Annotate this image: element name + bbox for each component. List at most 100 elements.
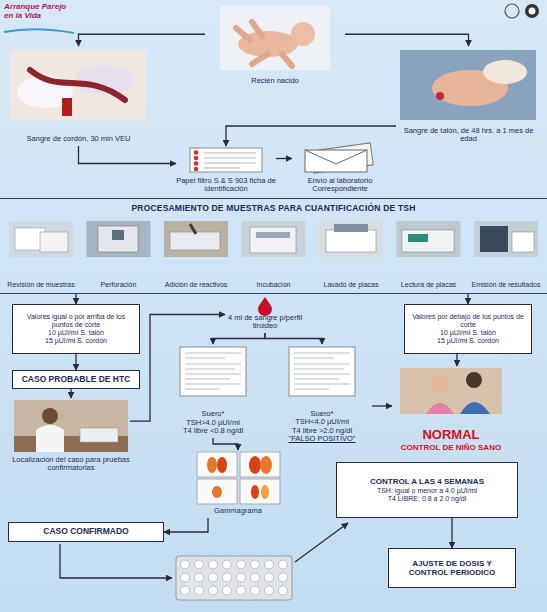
heel-blood-photo [400, 50, 536, 120]
plate-reader-photo [408, 234, 428, 242]
process-step: Lectura de placas [392, 219, 466, 291]
filter-paper-card [194, 161, 199, 166]
healthy-child-photo [431, 375, 449, 393]
box-text: 15 µUI/ml S. cordón [409, 337, 527, 345]
caption: Adición de reactivos [159, 281, 233, 289]
plate-reader-photo [397, 221, 461, 257]
flow-arrow [226, 126, 396, 146]
cord-blood-photo [10, 50, 146, 120]
process-step: Lavado de placas [314, 219, 388, 291]
caption: 4 ml de sangre p/perfil tiroideo [225, 314, 305, 331]
heel-blood-photo [436, 92, 444, 100]
filter-paper-card [190, 148, 262, 172]
healthy-child-photo [466, 372, 482, 388]
caption: Localización del caso para pruebas confi… [12, 456, 130, 473]
emblem [529, 8, 536, 15]
newborn-photo [220, 6, 330, 70]
lab-report-sheet [294, 353, 350, 389]
plate-wash-photo [319, 221, 383, 257]
incubation-photo [242, 221, 306, 257]
thyroid-scan-images [240, 452, 280, 477]
process-band: PROCESAMIENTO DE MUESTRAS PARA CUANTIFIC… [0, 198, 547, 294]
punching-photo [87, 221, 151, 257]
cord-blood-photo [30, 70, 125, 100]
logo-swash [4, 29, 74, 33]
caption: Revisión de muestras [4, 281, 78, 289]
result-text: TSH>4.0 µUI/ml [168, 419, 258, 428]
outcome-text: CONTROL DE NIÑO SANO [392, 443, 510, 452]
logo-swash [4, 29, 74, 33]
caption: Gammagrama [188, 507, 288, 516]
plate-wash-photo [326, 230, 376, 252]
envelope [305, 150, 367, 172]
photo-node: Gammagrama [188, 450, 288, 518]
lab-worker-photo [42, 408, 58, 424]
process-step: Perforación [82, 219, 156, 291]
box-text: CONTROL A LAS 4 SEMANAS [341, 477, 513, 486]
photo-node: 4 ml de sangre p/perfil tiroideo [225, 296, 305, 333]
incubation-photo [242, 221, 306, 257]
punching-photo [98, 226, 138, 252]
filter-paper-card [190, 148, 262, 172]
filter-paper-card [194, 167, 199, 172]
lab-worker-photo [36, 425, 64, 452]
flow-arrow [213, 333, 265, 344]
thyroid-scan-images [251, 485, 259, 499]
newborn-photo [291, 22, 315, 46]
photo-node: Papel filtro S & S 903 ficha de identifi… [176, 146, 276, 196]
result-text: Suero* [272, 410, 372, 419]
result-text: "FALSO POSITIVO" [272, 435, 372, 444]
process-box: CASO CONFIRMADO [8, 522, 164, 542]
envelope [305, 150, 367, 164]
box-text: Valores igual o por arriba de los puntos… [17, 313, 135, 329]
process-step: Emisión de resultados [469, 219, 543, 291]
caption: Recién nacido [205, 77, 345, 86]
treatment-arrow [60, 544, 172, 578]
lab-report-sheet [185, 353, 241, 389]
box-text: AJUSTE DE DOSIS Y CONTROL PERIODICO [393, 559, 511, 577]
box-text: T4 LIBRE: 0.8 a 2.0 ng/dl [341, 495, 513, 503]
caption: Lectura de placas [392, 281, 466, 289]
caption: Emisión de resultados [469, 281, 543, 289]
flow-arrow [75, 354, 76, 370]
thyroid-scan-images [217, 457, 227, 473]
thyroid-scan-images [197, 479, 237, 504]
filter-paper-card [204, 153, 256, 168]
lab-worker-photo [80, 428, 118, 442]
flow-arrow [467, 294, 468, 304]
plate-wash-photo [334, 224, 368, 232]
plate-reader-photo [402, 230, 454, 252]
lab-report-sheet [289, 347, 355, 396]
plate-reader-photo [397, 221, 461, 257]
sample-review-photo [40, 232, 68, 252]
result-node: Suero*TSH>4.0 µUI/mlT4 libre <0.8 ng/dl [168, 344, 258, 438]
logo-text: Arranque Parejo en la Vida [4, 3, 76, 21]
sample-review-photo [9, 221, 73, 257]
emblem [505, 4, 539, 18]
photo-node: Sangre de talón, de 48 hrs. a 1 mes de e… [396, 46, 541, 146]
flow-arrow [79, 34, 206, 46]
flow-arrow [70, 389, 71, 398]
photo-node: Recién nacido [205, 4, 345, 88]
thyroid-scan-images [212, 486, 222, 498]
healthy-child-photo [400, 368, 502, 414]
flow-arrow [79, 146, 177, 164]
punching-photo [87, 221, 151, 257]
process-step: Adición de reactivos [159, 219, 233, 291]
reagent-photo [164, 221, 228, 257]
heel-blood-photo [400, 50, 536, 120]
emblem [525, 4, 539, 18]
lab-report-sheet [180, 347, 246, 396]
thyroid-scan-images [260, 456, 272, 474]
result-text: Suero* [168, 410, 258, 419]
caption: Incubación [237, 281, 311, 289]
lab-report-sheet [180, 347, 246, 396]
photo-node: Envío al laboratorio Correspondiente [292, 146, 388, 196]
process-box: CONTROL A LAS 4 SEMANASTSH: igual o meno… [336, 462, 518, 518]
process-step: Incubación [237, 219, 311, 291]
thyroid-scan-images [249, 456, 261, 474]
healthy-child-photo [426, 403, 454, 414]
band-title: PROCESAMIENTO DE MUESTRAS PARA CUANTIFIC… [0, 204, 547, 214]
photo-node: Sangre de cordón, 30 min VEU [6, 46, 151, 146]
